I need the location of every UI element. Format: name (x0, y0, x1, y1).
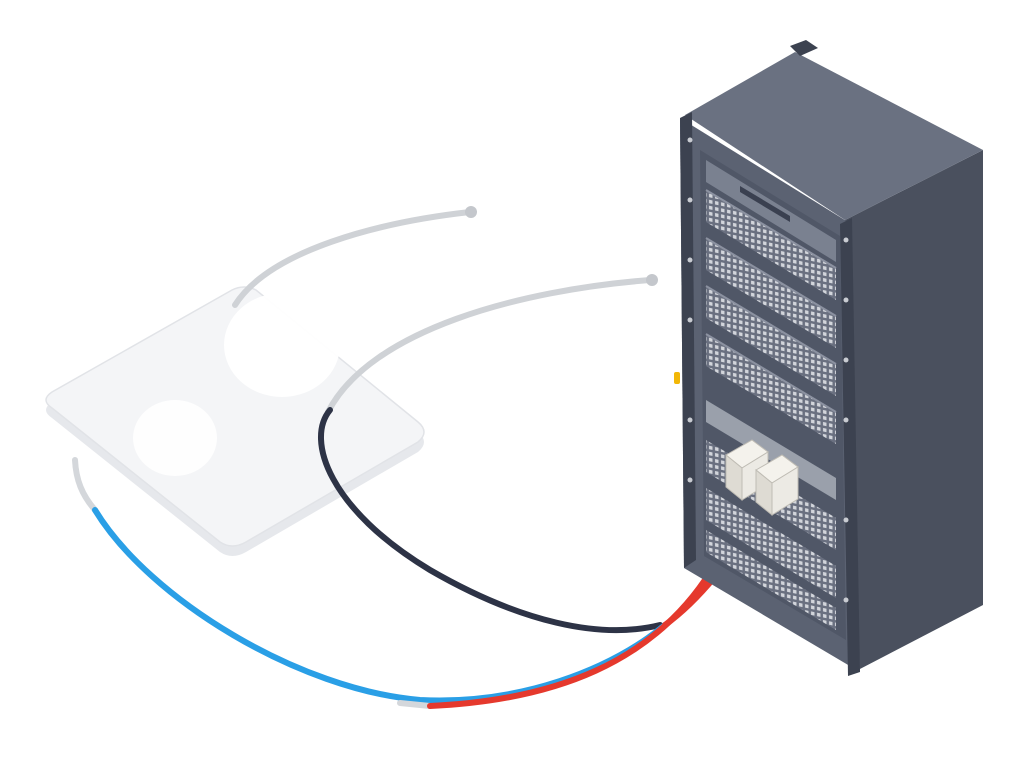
server-unit-6 (706, 488, 836, 598)
server-unit-7 (706, 530, 836, 630)
rack-top (685, 52, 983, 220)
rack-post-left (680, 112, 696, 568)
cable-gray-lower-tip (646, 274, 658, 286)
rack-top-lip (790, 40, 818, 56)
indicator-light (674, 372, 680, 384)
rack-screws (687, 137, 849, 603)
pad-circle-top (224, 293, 340, 397)
rack-bay-top-slot (740, 186, 790, 222)
server-unit-4 (705, 333, 837, 444)
network-pad (45, 286, 425, 556)
pad-circle-left (133, 400, 217, 476)
cable-blue (92, 507, 668, 704)
cable-gray-upper-tip (465, 206, 477, 218)
rack-bay-top (706, 160, 836, 262)
cable-gray-upper (232, 209, 473, 308)
cable-gray-left (72, 457, 98, 513)
server-unit-1 (705, 189, 837, 300)
rack-side (845, 150, 983, 670)
cable-gray-bottom (397, 700, 433, 709)
server-unit-3 (705, 285, 837, 396)
cables (72, 206, 771, 709)
cable-navy (318, 407, 663, 634)
rack-post-right (840, 218, 860, 676)
server-rack (674, 40, 983, 676)
cable-gray-lower (325, 277, 653, 415)
connector-right (755, 454, 799, 517)
rack-switch-bay (706, 400, 836, 500)
server-unit-2 (705, 237, 837, 348)
